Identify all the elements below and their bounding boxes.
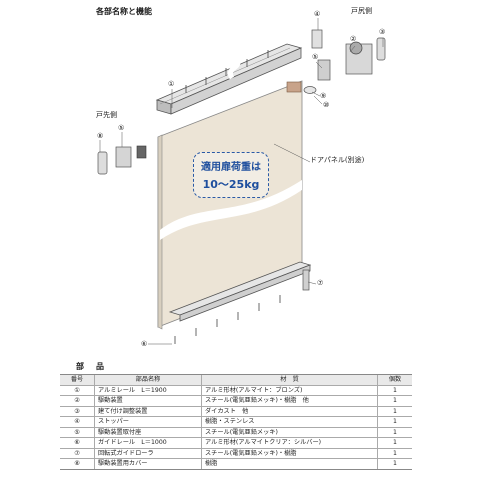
part-name: アルミレール L＝1900 <box>94 385 202 396</box>
parts-table-header: 番号 部品名称 材 質 個数 <box>60 374 412 386</box>
rail-screws <box>185 50 269 93</box>
part-name: ストッパー <box>94 416 202 428</box>
part-number: ② <box>60 395 95 407</box>
part-number: ① <box>60 385 95 396</box>
part-material: ダイカスト 他 <box>201 406 378 417</box>
callout-3: ③ <box>379 28 386 36</box>
part-material: 樹脂 <box>201 458 378 470</box>
door-panel-label: ドアパネル(別途) <box>310 156 365 164</box>
part-number: ④ <box>60 416 95 428</box>
part-material: スチール(電気亜鉛メッキ)・樹脂 <box>201 448 378 459</box>
callout-5-left: ⑤ <box>118 124 125 132</box>
part-quantity: 1 <box>377 427 412 438</box>
parts-title: 部 品 <box>76 362 106 371</box>
col-number: 番号 <box>60 374 95 386</box>
part-material: アルミ形材(アルマイトクリア：シルバー) <box>201 437 378 449</box>
load-rating-line1: 適用扉荷重は <box>201 162 261 173</box>
part-quantity: 1 <box>377 437 412 449</box>
part-name: 駆動装置取付座 <box>94 427 202 438</box>
guide-rail-screws <box>174 295 281 344</box>
part-quantity: 1 <box>377 448 412 459</box>
part-number: ③ <box>60 406 95 417</box>
callout-9: ⑨ <box>320 92 327 100</box>
guide-roller <box>302 269 310 291</box>
part-number: ⑧ <box>60 458 95 470</box>
panel-bracket <box>286 81 302 93</box>
door-tip-side-label: 戸先側 <box>96 111 117 119</box>
callout-10: ⑩ <box>323 101 330 109</box>
part-quantity: 1 <box>377 385 412 396</box>
part-quantity: 1 <box>377 416 412 428</box>
part-number: ⑦ <box>60 448 95 459</box>
drive-cover-left <box>97 151 108 175</box>
drive-wheel <box>349 41 363 55</box>
part-quantity: 1 <box>377 395 412 407</box>
col-material: 材 質 <box>201 374 378 386</box>
part-number: ⑥ <box>60 437 95 449</box>
drive-mount-left <box>115 146 132 168</box>
part-name: ガイドレール L＝1000 <box>94 437 202 449</box>
col-part-name: 部品名称 <box>94 374 202 386</box>
callout-1: ① <box>168 80 175 88</box>
part-name: 建て付け調整装置 <box>94 406 202 417</box>
callout-8: ⑧ <box>97 132 104 140</box>
part-name: 駆動装置用カバー <box>94 458 202 470</box>
aluminum-rail <box>155 43 303 115</box>
part-material: 樹脂・ステンレス <box>201 416 378 428</box>
callout-5: ⑤ <box>312 53 319 61</box>
load-rating-box: 適用扉荷重は 10～25kg <box>193 152 269 198</box>
mount-base-right <box>317 59 331 81</box>
guide-rail <box>168 261 312 322</box>
callout-7: ⑦ <box>317 279 324 287</box>
part-quantity: 1 <box>377 406 412 417</box>
callout-2: ② <box>350 35 357 43</box>
load-rating-value: 10～25kg <box>202 178 260 191</box>
part-number: ⑤ <box>60 427 95 438</box>
part-material: アルミ形材(アルマイト：ブロンズ) <box>201 385 378 396</box>
door-assembly-diagram <box>97 18 386 345</box>
door-panel <box>157 80 303 330</box>
leader-lines <box>99 18 384 345</box>
callout-6: ⑥ <box>141 340 148 348</box>
section-title: 各部名称と機能 <box>96 7 152 16</box>
part-name: 駆動装置 <box>94 395 202 407</box>
part-name: 回転式ガイドローラ <box>94 448 202 459</box>
part-material: スチール(電気亜鉛メッキ) <box>201 427 378 438</box>
stopper-left <box>136 145 147 159</box>
part-quantity: 1 <box>377 458 412 470</box>
callout-4: ④ <box>314 10 321 18</box>
col-quantity: 個数 <box>377 374 412 386</box>
drive-cover-right <box>376 37 386 61</box>
door-end-side-label: 戸尻側 <box>351 7 372 15</box>
stopper-right <box>311 29 323 49</box>
part-material: スチール(電気亜鉛メッキ)・樹脂 他 <box>201 395 378 407</box>
adjuster-washer <box>303 86 317 94</box>
